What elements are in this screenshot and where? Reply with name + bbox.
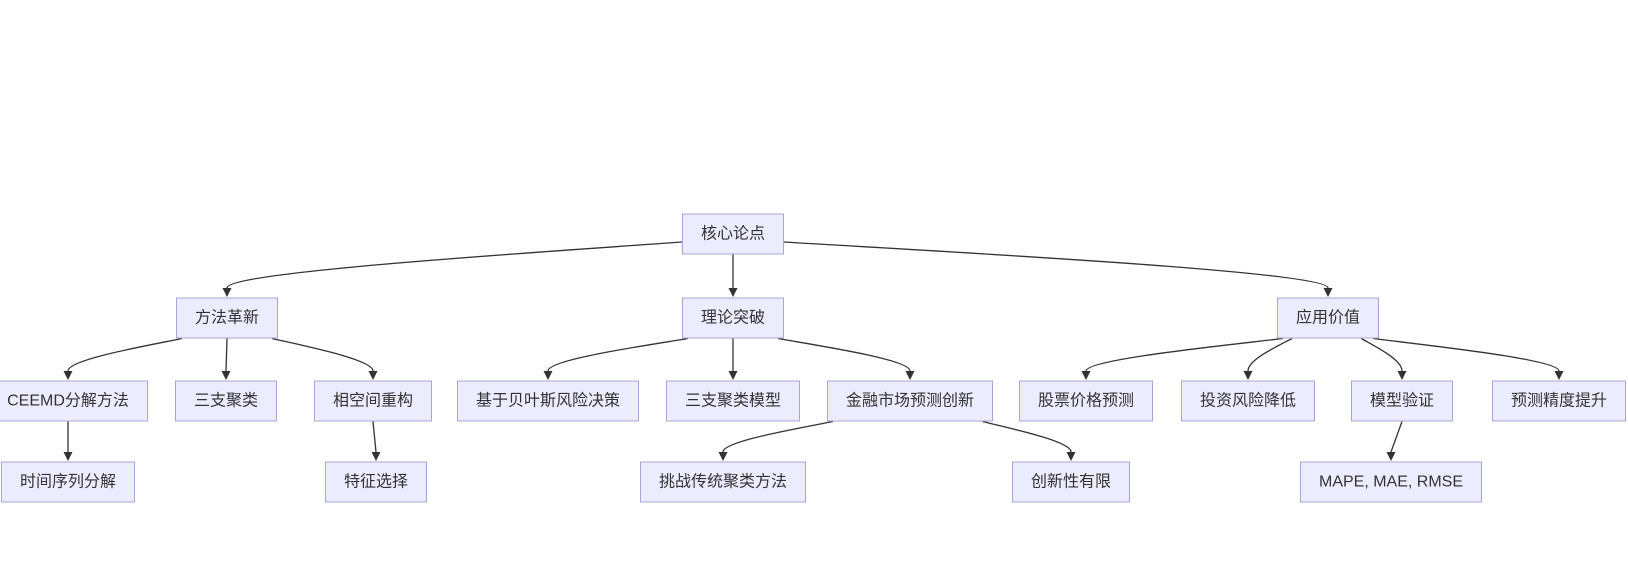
diagram-node-limited-innovation: 创新性有限 [1011, 461, 1131, 503]
arrowhead-icon [1554, 371, 1564, 380]
diagram-node-forecast-accuracy-improvement: 预测精度提升 [1491, 380, 1627, 422]
diagram-node-theory-breakthrough: 理论突破 [681, 297, 785, 339]
diagram-node-investment-risk-reduction: 投资风险降低 [1180, 380, 1316, 422]
arrowhead-icon [718, 452, 728, 461]
diagram-node-method-innovation: 方法革新 [175, 297, 279, 339]
arrowhead-icon [63, 371, 73, 380]
edge-phase-space-reconstruction--feature-selection [372, 421, 377, 453]
diagram-node-three-way-clustering: 三支聚类 [174, 380, 278, 422]
edge-financial-market-forecast-innovation--challenge-traditional-clustering [722, 420, 834, 453]
diagram-node-application-value: 应用价值 [1276, 297, 1380, 339]
edge-application-value--forecast-accuracy-improvement [1372, 337, 1560, 372]
edge-application-value--model-validation [1360, 337, 1403, 372]
arrowhead-icon [728, 288, 738, 297]
arrowhead-icon [63, 452, 73, 461]
arrowhead-icon [905, 371, 915, 380]
diagram-node-challenge-traditional-clustering: 挑战传统聚类方法 [639, 461, 807, 503]
diagram-node-time-series-decomposition: 时间序列分解 [0, 461, 136, 503]
diagram-node-evaluation-metrics: MAPE, MAE, RMSE [1299, 461, 1483, 503]
arrowhead-icon [1081, 371, 1091, 380]
edge-theory-breakthrough--bayesian-risk-decision [547, 337, 689, 372]
arrowhead-icon [1397, 371, 1407, 380]
edge-application-value--investment-risk-reduction [1247, 337, 1293, 372]
arrowhead-icon [368, 371, 378, 380]
diagram-node-financial-market-forecast-innovation: 金融市场预测创新 [826, 380, 994, 422]
edge-financial-market-forecast-innovation--limited-innovation [982, 420, 1072, 453]
edge-model-validation--evaluation-metrics [1390, 421, 1403, 453]
diagram-node-core-thesis: 核心论点 [681, 213, 785, 255]
arrowhead-icon [543, 371, 553, 380]
edge-application-value--stock-price-prediction [1085, 337, 1284, 372]
arrowhead-icon [221, 371, 231, 380]
diagram-node-ceemd-method: CEEMD分解方法 [0, 380, 148, 422]
diagram-node-three-way-clustering-model: 三支聚类模型 [665, 380, 801, 422]
edge-theory-breakthrough--financial-market-forecast-innovation [777, 337, 911, 372]
diagram-node-model-validation: 模型验证 [1350, 380, 1454, 422]
diagram-node-stock-price-prediction: 股票价格预测 [1018, 380, 1154, 422]
arrowhead-icon [728, 371, 738, 380]
diagram-node-phase-space-reconstruction: 相空间重构 [313, 380, 433, 422]
edge-method-innovation--ceemd-method [67, 337, 183, 372]
edge-method-innovation--three-way-clustering [225, 338, 228, 372]
arrowhead-icon [1243, 371, 1253, 380]
arrowhead-icon [1386, 452, 1396, 461]
arrowhead-icon [1323, 288, 1333, 297]
diagram-node-feature-selection: 特征选择 [324, 461, 428, 503]
edge-core-thesis--application-value [783, 241, 1329, 289]
edge-method-innovation--phase-space-reconstruction [271, 337, 374, 372]
arrowhead-icon [1066, 452, 1076, 461]
diagram-node-bayesian-risk-decision: 基于贝叶斯风险决策 [456, 380, 640, 422]
edge-core-thesis--method-innovation [226, 241, 683, 289]
arrowhead-icon [222, 288, 232, 297]
arrowhead-icon [371, 452, 381, 461]
